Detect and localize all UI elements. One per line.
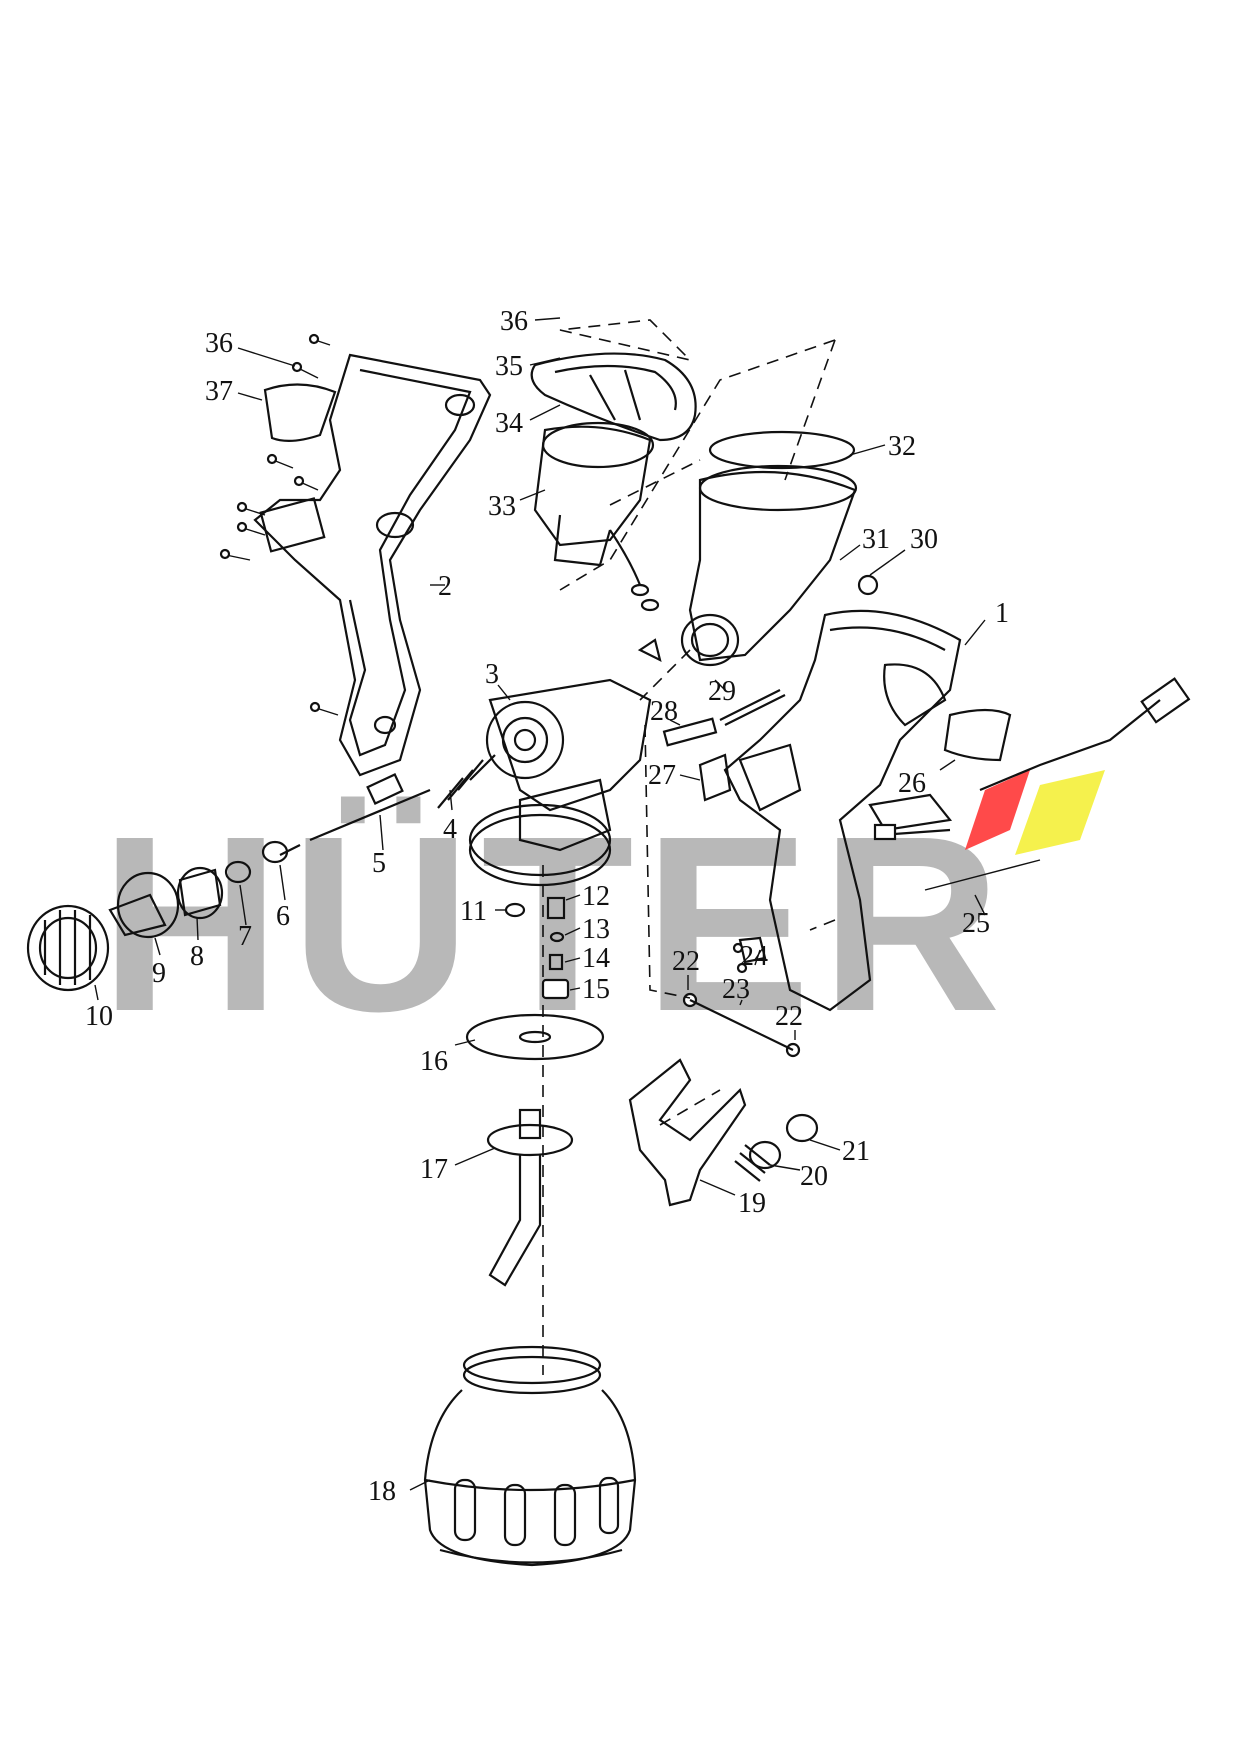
part-label-32: 32 (888, 431, 916, 462)
part-label-23: 23 (722, 974, 750, 1005)
spring-and-needle-drawing (279, 754, 496, 856)
part-label-18: 18 (368, 1476, 396, 1507)
part-label-36-left: 36 (205, 328, 233, 359)
paint-container-drawing (423, 1345, 637, 1567)
part-label-33: 33 (488, 491, 516, 522)
label-sticker-drawing (263, 383, 337, 442)
part-label-10: 10 (85, 1001, 113, 1032)
part-label-31: 31 (862, 524, 890, 555)
part-label-30: 30 (910, 524, 938, 555)
part-label-22a: 22 (672, 946, 700, 977)
sealing-ring-drawing (708, 430, 856, 470)
part-label-14: 14 (582, 943, 610, 974)
part-label-7: 7 (238, 921, 252, 952)
part-label-5: 5 (372, 848, 386, 879)
part-label-11: 11 (460, 896, 487, 927)
trigger-assembly-drawing (628, 936, 819, 1207)
nut-drawing (857, 574, 879, 596)
part-label-35: 35 (495, 351, 523, 382)
top-cover-drawing (530, 319, 697, 442)
motor-drawing (533, 421, 660, 612)
right-housing-drawing (723, 609, 962, 1012)
fan-housing-drawing (680, 464, 858, 667)
part-label-2: 2 (438, 571, 452, 602)
part-label-16: 16 (420, 1046, 448, 1077)
switch-and-spring-drawing (662, 689, 786, 802)
part-label-1: 1 (995, 598, 1009, 629)
part-label-26: 26 (898, 768, 926, 799)
part-label-6: 6 (276, 901, 290, 932)
part-label-22b: 22 (775, 1001, 803, 1032)
left-housing-drawing (253, 353, 492, 777)
part-label-37: 37 (205, 376, 233, 407)
part-label-21: 21 (842, 1136, 870, 1167)
part-label-4: 4 (443, 814, 457, 845)
screws-left (219, 333, 339, 716)
nozzle-assembly-drawing (26, 840, 289, 992)
part-label-3: 3 (485, 659, 499, 690)
suction-tube-drawing (486, 1108, 574, 1287)
part-label-12: 12 (582, 881, 610, 912)
part-label-15: 15 (582, 974, 610, 1005)
part-label-13: 13 (582, 914, 610, 945)
part-label-20: 20 (800, 1161, 828, 1192)
brand-accent-red (965, 770, 1030, 850)
filter-disc-drawing (465, 1013, 605, 1061)
part-label-29: 29 (708, 676, 736, 707)
part-label-34: 34 (495, 408, 523, 439)
part-labels: 1 2 3 4 5 6 7 8 9 10 11 12 13 14 15 16 1 (85, 306, 1009, 1507)
part-label-17: 17 (420, 1154, 448, 1185)
power-cord-drawing (868, 677, 1191, 891)
valve-fittings-drawing (504, 896, 570, 1000)
part-label-25: 25 (962, 908, 990, 939)
brand-accent-yellow (1015, 770, 1105, 855)
part-label-8: 8 (190, 941, 204, 972)
part-label-24: 24 (740, 941, 768, 972)
part-label-27: 27 (648, 760, 676, 791)
part-label-9: 9 (152, 958, 166, 989)
part-label-36-top: 36 (500, 306, 528, 337)
right-label-sticker-drawing (943, 708, 1012, 762)
assembly-guide-lines (542, 339, 836, 1375)
part-label-19: 19 (738, 1188, 766, 1219)
pump-body-drawing (468, 638, 662, 887)
part-label-28: 28 (650, 696, 678, 727)
